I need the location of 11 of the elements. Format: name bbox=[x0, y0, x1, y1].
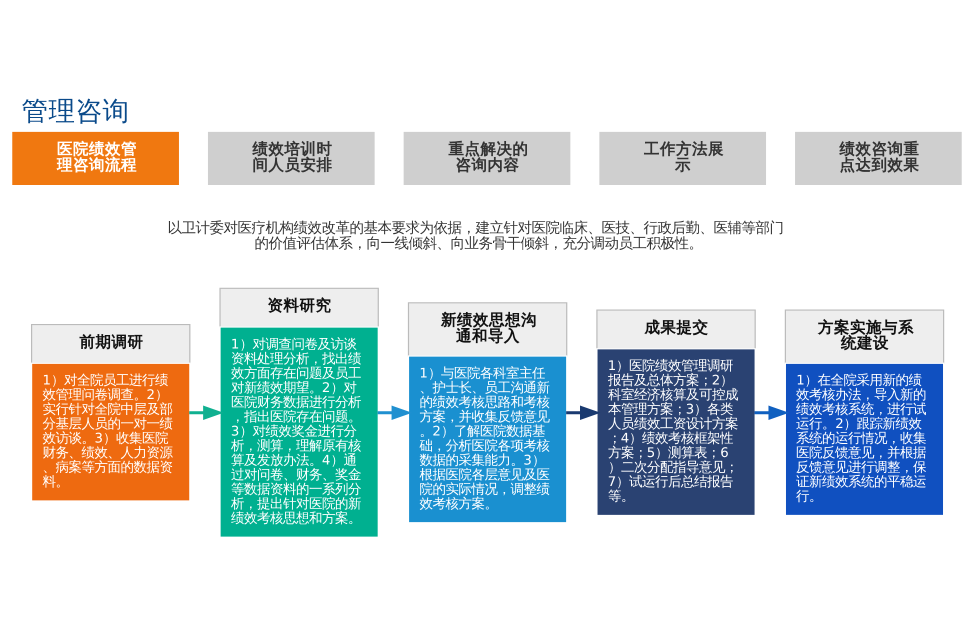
arrow bbox=[566, 406, 601, 420]
node-box: 医院绩效管理咨询流程 bbox=[12, 132, 179, 186]
diagram-title: 管理咨询 bbox=[22, 96, 130, 127]
node-box: 绩效咨询重点达到效果 bbox=[795, 132, 962, 186]
node-box: 绩效培训时间人员安排 bbox=[208, 132, 375, 186]
node-box: 重点解决的咨询内容 bbox=[404, 132, 570, 186]
arrow bbox=[189, 406, 224, 420]
label: 以卫计委对医疗机构绩效改革的基本要求为依据，建立针对医院临床、医技、行政后勤、医辅等部门的价值评估体系，向一线倾斜、向业务骨干倾斜，充分调动员工积极性。 bbox=[167, 220, 784, 252]
arrow bbox=[378, 406, 412, 420]
arrow bbox=[754, 406, 790, 420]
node-box: 工作方法展示 bbox=[599, 132, 766, 186]
